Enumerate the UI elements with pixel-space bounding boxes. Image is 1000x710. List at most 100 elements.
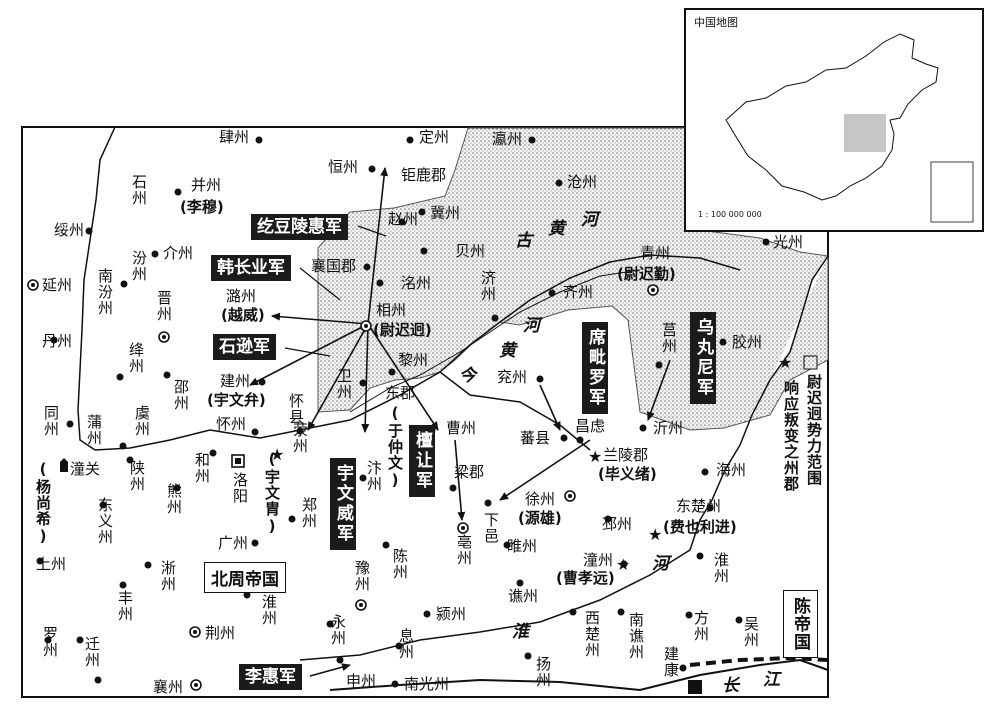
svg-text:★: ★ xyxy=(778,353,792,372)
river-label: 江 xyxy=(763,670,780,690)
place-label: 潼关 xyxy=(70,460,101,478)
legend-label: 尉迟迥势力范围 xyxy=(805,374,823,486)
place-label: 申州 xyxy=(346,672,377,690)
place-label: 齐州 xyxy=(563,283,594,301)
place-label: 邳州 xyxy=(602,515,633,533)
place-label: 沂州 xyxy=(653,419,684,437)
place-label: 丹州 xyxy=(42,332,73,350)
svg-text:★: ★ xyxy=(588,447,602,466)
place-label: 丰州 xyxy=(116,590,134,622)
place-label: 赵州 xyxy=(388,210,419,228)
place-label: 相州 xyxy=(376,301,407,319)
svg-text:★: ★ xyxy=(270,445,284,464)
arrow-to-bozhou xyxy=(454,439,466,521)
place-label: 卫州 xyxy=(335,368,353,400)
place-label: 息州 xyxy=(397,628,415,660)
arrow-to-shenzhou xyxy=(309,663,351,677)
place-label: 南谯州 xyxy=(627,612,645,660)
place-label: 淅州 xyxy=(159,560,177,592)
place-label: 东楚州 xyxy=(676,497,722,515)
place-label: 恒州 xyxy=(328,158,359,176)
arrow-to-jianzhou xyxy=(249,323,369,386)
place-label: 扬州 xyxy=(534,656,552,688)
place-label: 洺州 xyxy=(401,274,432,292)
place-label: 肆州 xyxy=(219,128,250,146)
army-label: 石逊军 xyxy=(213,334,276,360)
place-label: 南汾州 xyxy=(96,268,114,316)
place-label: 吴州 xyxy=(742,616,760,648)
river-label: 长 xyxy=(722,676,739,696)
army-label: 乌丸尼军 xyxy=(690,312,716,404)
arrow-to-yizhou xyxy=(646,359,671,421)
place-label: 荥州 xyxy=(291,422,309,454)
chen-label: 陈帝国 xyxy=(783,590,818,658)
inset-scale: 1 : 100 000 000 xyxy=(698,210,762,219)
army-label: 宇文威军 xyxy=(330,458,356,550)
place-label: 怀县 xyxy=(287,393,305,425)
place-label: 延州 xyxy=(42,276,73,294)
place-label: 陈州 xyxy=(391,548,409,580)
place-label: 罗州 xyxy=(41,626,59,658)
army-label: 韩长业军 xyxy=(211,255,291,281)
army-label: 席毗罗军 xyxy=(582,322,608,414)
river-label: 河 xyxy=(652,554,669,574)
place-label: 同州 xyxy=(42,405,60,437)
place-label: 绥州 xyxy=(54,221,85,239)
place-label: 兖州 xyxy=(497,368,528,386)
arrow-to-luzhou xyxy=(271,312,369,325)
place-label: 定州 xyxy=(419,128,450,146)
place-label: 绛州 xyxy=(127,342,145,374)
place-label: 冀州 xyxy=(430,204,461,222)
place-label: 兰陵郡 xyxy=(603,446,649,464)
place-label: (费也利进) xyxy=(663,518,737,536)
place-label: 黎州 xyxy=(398,351,429,369)
inset-highlight xyxy=(844,114,886,152)
place-label: (杨尚希) xyxy=(34,460,52,546)
place-label: 潼州 xyxy=(583,551,614,569)
place-label: 下邑 xyxy=(482,512,500,544)
place-label: 淮州 xyxy=(260,594,278,626)
river-label: 河 xyxy=(523,316,540,336)
place-label: 广州 xyxy=(218,534,249,552)
old-yellow-river-bank xyxy=(349,269,641,413)
place-label: (宇文弁) xyxy=(207,391,266,409)
svg-text:★: ★ xyxy=(616,555,630,574)
place-label: (尉迟勤) xyxy=(617,265,676,283)
place-label: 徐州 xyxy=(525,490,556,508)
place-label: (尉迟迥) xyxy=(373,321,432,339)
place-label: 洛阳 xyxy=(231,472,249,504)
place-label: 曹州 xyxy=(446,419,477,437)
inset-china-map: 中国地图 1 : 100 000 000 xyxy=(684,8,984,232)
place-label: 东郡 xyxy=(385,384,416,402)
place-label: 熊州 xyxy=(165,483,183,515)
place-label: 亳州 xyxy=(455,534,473,566)
army-label: 李惠军 xyxy=(239,664,302,690)
place-label: 谯州 xyxy=(508,587,539,605)
river-label: 古 xyxy=(515,231,532,251)
place-label: 西楚州 xyxy=(583,610,601,658)
china-outline xyxy=(725,33,974,223)
huai-river xyxy=(299,549,691,661)
arrow-to-xiayi xyxy=(499,439,591,501)
place-label: 虞州 xyxy=(133,405,151,437)
yangtze-river xyxy=(329,658,829,692)
yellow-river xyxy=(439,371,591,451)
place-label: (源雄) xyxy=(518,509,562,527)
place-label: 梁郡 xyxy=(454,463,485,481)
legend-star-label: 响应叛变之州郡 xyxy=(782,380,800,492)
inset-title: 中国地图 xyxy=(694,16,738,29)
svg-text:★: ★ xyxy=(648,525,662,544)
place-label: 蒲州 xyxy=(85,414,103,446)
arrow-to-changlv xyxy=(539,384,561,431)
place-label: 介州 xyxy=(163,244,194,262)
place-label: 淮州 xyxy=(712,552,730,584)
place-label: 豫州 xyxy=(353,560,371,592)
place-label: 海州 xyxy=(716,461,747,479)
river-label: 黄 xyxy=(548,219,565,239)
place-label: 上州 xyxy=(36,555,67,573)
place-label: 瀛州 xyxy=(492,130,523,148)
arrow-to-bianzhou xyxy=(361,323,370,433)
place-label: 贝州 xyxy=(455,242,486,260)
place-label: 和州 xyxy=(193,452,211,484)
place-label: (于仲文) xyxy=(386,404,404,490)
